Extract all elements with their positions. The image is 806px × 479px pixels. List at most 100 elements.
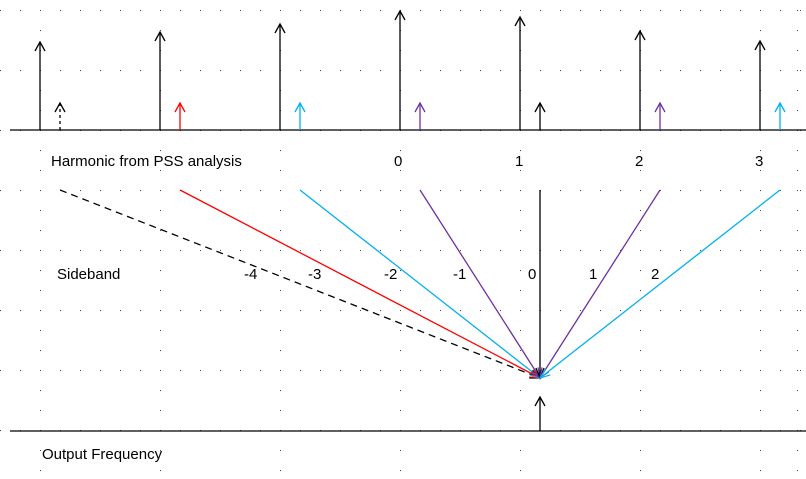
grid-dot <box>300 310 301 311</box>
grid-dot <box>400 370 401 371</box>
grid-dot <box>600 310 601 311</box>
sideband-number-minus2: -2 <box>384 266 398 283</box>
grid-dot <box>580 310 581 311</box>
harmonic-arrow-4-head <box>514 15 526 27</box>
grid-dot <box>200 250 201 251</box>
grid-dot <box>640 250 641 251</box>
grid-dot <box>800 70 801 71</box>
grid-dot <box>220 250 221 251</box>
grid-dot <box>797 230 798 231</box>
grid-dot <box>440 370 441 371</box>
grid-dot <box>760 450 761 451</box>
harmonic-arrow-3-head <box>394 9 406 21</box>
grid-dot <box>160 190 161 191</box>
grid-dot <box>580 190 581 191</box>
grid-dot <box>320 70 321 71</box>
grid-dot <box>400 10 401 11</box>
grid-dot <box>80 250 81 251</box>
grid-dot <box>180 250 181 251</box>
grid-dot <box>460 10 461 11</box>
grid-dot <box>797 330 798 331</box>
grid-dot <box>760 390 761 391</box>
grid-dot <box>640 450 641 451</box>
grid-dot <box>300 370 301 371</box>
grid-dot <box>40 330 41 331</box>
grid-dot <box>220 70 221 71</box>
grid-dot <box>740 310 741 311</box>
sideband-number-minus1: -1 <box>453 266 467 283</box>
grid-dot <box>140 190 141 191</box>
grid-dot <box>480 370 481 371</box>
grid-dot <box>240 70 241 71</box>
grid-dot <box>640 370 641 371</box>
grid-dot <box>280 170 281 171</box>
grid-dot <box>280 150 281 151</box>
grid-dot <box>120 250 121 251</box>
grid-dot <box>160 10 161 11</box>
grid-dot <box>80 310 81 311</box>
grid-dot <box>780 250 781 251</box>
harmonic-number-0: 0 <box>394 153 403 170</box>
sideband-number-1: 1 <box>589 266 598 283</box>
fan-line-minus2 <box>299 189 541 379</box>
grid-dot <box>0 190 1 191</box>
harmonic-arrow-0 <box>34 40 46 130</box>
output-frequency-arrow <box>534 395 546 431</box>
grid-dot <box>640 270 641 271</box>
grid-dot <box>640 470 641 471</box>
grid-dot <box>640 290 641 291</box>
grid-dot <box>260 70 261 71</box>
grid-dot <box>440 310 441 311</box>
grid-dot <box>360 250 361 251</box>
grid-dot <box>560 250 561 251</box>
grid-dot <box>797 90 798 91</box>
sideband-arrow-1 <box>654 101 666 130</box>
grid-dot <box>440 190 441 191</box>
grid-dot <box>520 270 521 271</box>
grid-dot <box>580 250 581 251</box>
grid-dot <box>160 330 161 331</box>
harmonic-arrow-5-head <box>634 29 646 41</box>
grid-dot <box>320 250 321 251</box>
sideband-arrow-minus1 <box>414 101 426 130</box>
grid-dot <box>580 370 581 371</box>
grid-dot <box>400 310 401 311</box>
grid-dot <box>0 70 1 71</box>
sideband-arrow-minus2 <box>294 101 306 130</box>
grid-dot <box>620 70 621 71</box>
grid-dot <box>280 10 281 11</box>
grid-dot <box>100 10 101 11</box>
grid-dot <box>160 30 161 31</box>
grid-dot <box>140 70 141 71</box>
grid-dot <box>797 30 798 31</box>
grid-dot <box>760 410 761 411</box>
grid-dot <box>340 70 341 71</box>
sideband-arrow-minus1-head <box>414 101 426 113</box>
frequency-axes <box>10 129 806 432</box>
grid-dot <box>40 170 41 171</box>
grid-dot <box>797 390 798 391</box>
grid-dot <box>100 310 101 311</box>
grid-dot <box>400 210 401 211</box>
grid-dot <box>797 50 798 51</box>
grid-dot <box>800 190 801 191</box>
grid-dot <box>40 150 41 151</box>
grid-dot <box>400 150 401 151</box>
grid-dot <box>260 370 261 371</box>
fan-line-minus4 <box>59 189 541 379</box>
grid-dot <box>640 390 641 391</box>
sideband-number-minus3: -3 <box>308 266 322 283</box>
grid-dot <box>760 230 761 231</box>
grid-dot <box>0 10 1 11</box>
grid-dot <box>740 190 741 191</box>
grid-dot <box>100 370 101 371</box>
grid-dot <box>640 350 641 351</box>
sideband-arrow-minus3 <box>174 101 186 130</box>
grid-dot <box>320 190 321 191</box>
grid-dot <box>500 370 501 371</box>
grid-dot <box>140 250 141 251</box>
grid-dot <box>340 190 341 191</box>
grid-dot <box>280 350 281 351</box>
